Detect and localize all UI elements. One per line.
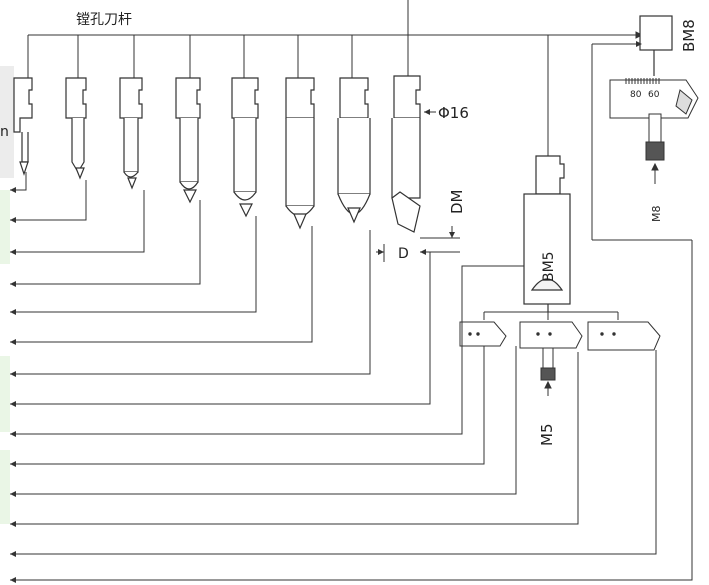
m5-screw: M5 bbox=[538, 347, 556, 447]
scale-label-80: 80 bbox=[630, 90, 642, 100]
phi16-annotation: Φ16 bbox=[424, 104, 469, 122]
bm5-adapter: BM5 bbox=[523, 155, 571, 312]
boring-bar-2 bbox=[65, 77, 87, 180]
table-row-band bbox=[0, 450, 10, 524]
table-row-band bbox=[0, 356, 10, 432]
boring-bar-7 bbox=[337, 77, 371, 224]
d-annotation: D bbox=[376, 244, 460, 262]
m8-screw: M8 bbox=[645, 113, 665, 223]
boring-bar-4 bbox=[175, 77, 201, 204]
knurl-m8 bbox=[645, 141, 665, 161]
bm5-inserts bbox=[459, 311, 661, 351]
boring-bar-1 bbox=[13, 77, 33, 176]
bm8-connector bbox=[591, 41, 693, 560]
insert-holder-right bbox=[587, 321, 661, 351]
d-label: D bbox=[398, 246, 409, 262]
scale-ticks bbox=[625, 78, 660, 84]
boring-bar-8 bbox=[391, 75, 421, 233]
boring-bars bbox=[13, 75, 421, 233]
dm-annotation: DM bbox=[420, 190, 466, 239]
leader-arrows bbox=[10, 187, 16, 583]
m5-label: M5 bbox=[538, 424, 556, 447]
insert-holder-left bbox=[459, 321, 507, 347]
boring-bar-6 bbox=[285, 77, 315, 230]
bm8-block: BM8 bbox=[639, 15, 698, 76]
left-edge-letter: n bbox=[0, 124, 9, 140]
table-row-band bbox=[0, 190, 10, 264]
left-table-band: n bbox=[0, 66, 14, 524]
bm8-label: BM8 bbox=[680, 19, 698, 52]
boring-bar-5 bbox=[231, 77, 259, 218]
m8-label: M8 bbox=[650, 206, 663, 223]
diagram-title: 镗孔刀杆 bbox=[76, 12, 132, 28]
dm-label: DM bbox=[448, 190, 466, 215]
boring-bar-3 bbox=[119, 77, 143, 190]
phi16-label: Φ16 bbox=[438, 104, 469, 122]
leader-lines bbox=[10, 172, 693, 581]
header-connectors bbox=[27, 0, 644, 156]
knurl-m5 bbox=[540, 367, 556, 381]
bm8-insert-holder: 80 60 bbox=[609, 78, 699, 119]
bm5-label: BM5 bbox=[541, 251, 557, 282]
table-header-cell bbox=[0, 66, 14, 178]
scale-label-60: 60 bbox=[648, 90, 660, 100]
